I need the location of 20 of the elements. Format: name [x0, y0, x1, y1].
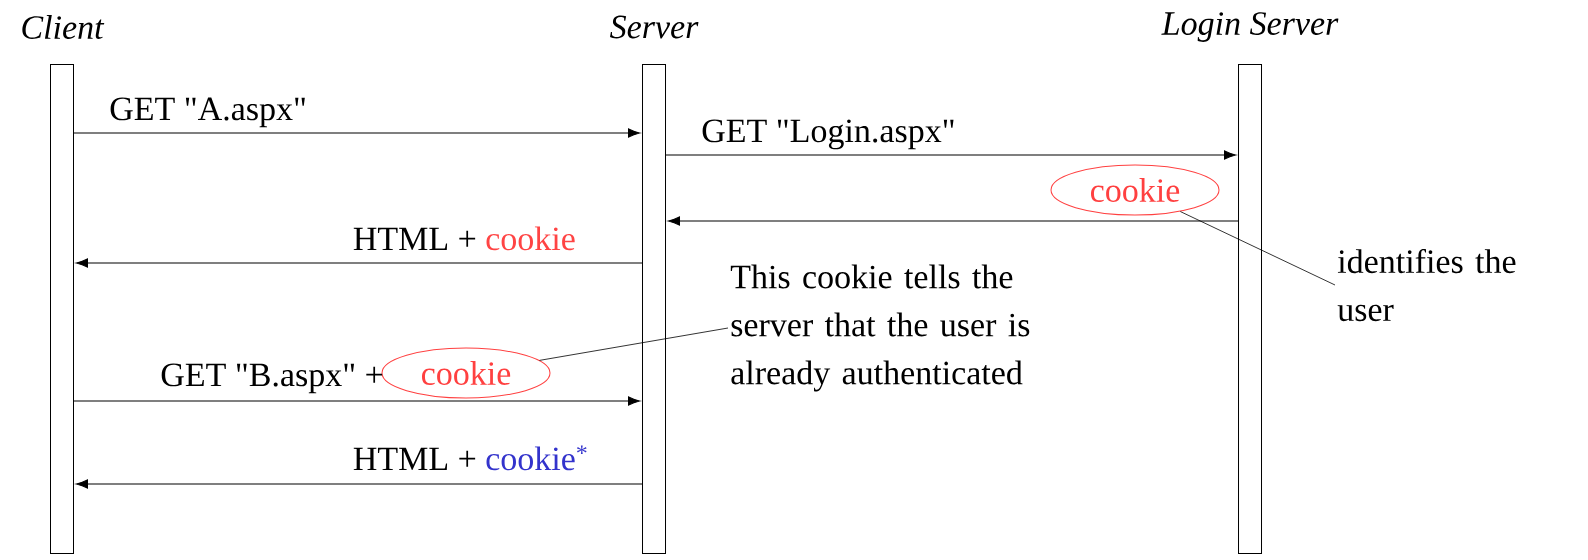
participant-label: Server: [610, 15, 699, 39]
participant-label: Login Server: [1161, 12, 1339, 42]
leader-line: [1179, 211, 1336, 286]
message-label: HTML +: [353, 227, 476, 250]
arrow: [76, 258, 643, 268]
arrow: [665, 150, 1236, 160]
message-label: GET "A.aspx": [110, 97, 305, 128]
arrow: [73, 396, 640, 406]
message-label: HTML +: [353, 447, 476, 470]
callout-text: This cookie tells the server that the user is already authenticated: [730, 264, 1030, 392]
message-label: GET "B.aspx" +: [161, 363, 383, 394]
participant-label: Client: [22, 15, 105, 39]
message-label: GET "Login.aspx": [702, 119, 954, 150]
arrow: [73, 128, 640, 138]
arrow: [76, 479, 643, 489]
cookie-label: cookie: [486, 226, 575, 251]
arrow: [668, 216, 1239, 226]
callout-text: identifies the user: [1337, 248, 1516, 322]
cookie-label: cookie$^{*}$: [486, 445, 587, 471]
leader-line: [539, 327, 729, 361]
